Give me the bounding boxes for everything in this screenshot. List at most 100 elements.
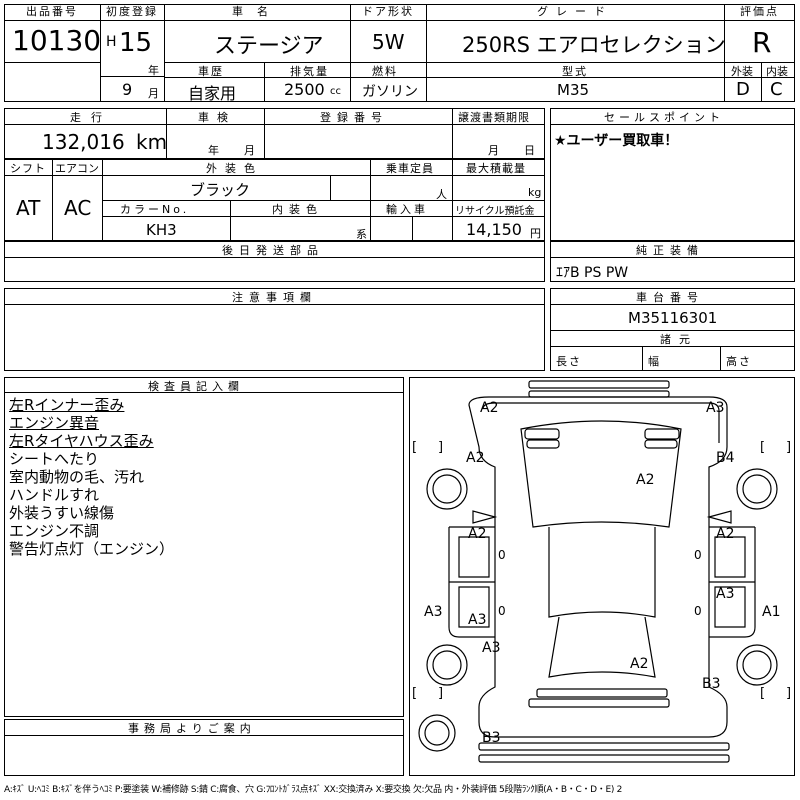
shaken-month-unit: 月 <box>244 144 257 157</box>
year-unit: 年 <box>148 64 159 77</box>
score-label: 評価点 <box>724 4 795 21</box>
divider <box>4 735 404 736</box>
chassis-value: M35116301 <box>628 309 718 327</box>
damage-mark: A2 <box>468 526 487 542</box>
inspector-line: エンジン異音 <box>9 414 100 432</box>
score-value: R <box>752 26 772 59</box>
grade-value: 250RS エアロセレクション <box>462 33 726 57</box>
divider <box>100 4 101 102</box>
divider <box>102 200 545 201</box>
lot-label: 出品番号 <box>4 4 100 21</box>
interior-color-unit: 系 <box>356 228 369 241</box>
divider <box>642 346 643 371</box>
notes-label: 注意事項欄 <box>232 291 317 304</box>
divider <box>4 175 545 176</box>
bracket-open: [ <box>760 440 766 455</box>
model-value: M35 <box>557 81 590 99</box>
load-unit: kg <box>528 186 542 199</box>
width-label: 幅 <box>648 355 661 368</box>
interior-color-label: 内装色 <box>272 203 323 216</box>
divider <box>100 76 164 77</box>
car-diagram <box>418 380 778 763</box>
zero-mark: 0 <box>498 604 506 618</box>
transfer-month-unit: 月 <box>488 144 501 157</box>
divider <box>720 346 721 371</box>
damage-mark: B4 <box>716 450 735 466</box>
door-label: ドア形状 <box>350 4 426 21</box>
divider <box>4 392 404 393</box>
exterior-label: 外装 <box>731 65 753 78</box>
plate-label: 登録番号 <box>320 111 388 124</box>
displacement-label: 排気量 <box>290 65 329 78</box>
mileage-frame <box>4 108 545 159</box>
bracket-close: ] <box>786 686 792 701</box>
divider <box>230 200 231 241</box>
shift-value: AT <box>16 196 41 220</box>
notes-frame <box>4 288 545 371</box>
color-no-value: KH3 <box>146 221 177 239</box>
recycle-value: 14,150 <box>466 220 522 239</box>
divider <box>452 108 453 159</box>
inspector-line: シートへたり <box>9 450 100 468</box>
genuine-label: 純正装備 <box>636 244 704 257</box>
header-top-frame <box>4 4 795 102</box>
divider <box>550 257 795 258</box>
later-parts-label: 後日発送部品 <box>222 244 324 257</box>
damage-mark: A3 <box>424 604 443 620</box>
damage-mark: A1 <box>762 604 781 620</box>
sales-text: ★ユーザー買取車！ <box>554 133 679 149</box>
recycle-unit: 円 <box>530 227 541 240</box>
fuel-value: ガソリン <box>362 84 418 100</box>
divider <box>4 62 100 63</box>
ac-value: AC <box>64 196 92 220</box>
chassis-label: 車台番号 <box>636 291 704 304</box>
lot-number: 10130 <box>12 24 102 57</box>
mileage-label: 走行 <box>70 111 112 124</box>
reg-month: 9 <box>122 80 133 99</box>
mileage-unit: km <box>136 130 168 154</box>
divider <box>724 4 725 102</box>
ac-label: エアコン <box>55 162 99 175</box>
later-parts-frame <box>4 241 545 282</box>
inspector-label: 検査員記入欄 <box>148 380 244 393</box>
first-reg-label: 初度登録 <box>100 4 164 21</box>
divider <box>330 175 331 200</box>
damage-mark: A2 <box>630 656 649 672</box>
divider <box>4 304 545 305</box>
bracket-open: [ <box>412 686 418 701</box>
capacity-unit: 人 <box>436 188 449 201</box>
divider <box>426 4 427 102</box>
dims-label: 諸元 <box>660 333 698 346</box>
sales-label: セールスポイント <box>604 111 724 124</box>
fuel-label: 燃料 <box>372 65 398 78</box>
zero-mark: 0 <box>694 604 702 618</box>
car-name: ステージア <box>214 34 324 59</box>
interior-value: C <box>770 79 783 100</box>
office-label: 事務局よりご案内 <box>128 722 256 735</box>
divider <box>102 216 545 217</box>
inspector-line: 左Rタイヤハウス歪み <box>9 432 154 450</box>
divider <box>350 4 351 62</box>
displacement-unit: cc <box>330 86 341 97</box>
divider <box>4 257 545 258</box>
shaken-label: 車検 <box>198 111 236 124</box>
divider <box>166 108 167 159</box>
history-value: 自家用 <box>188 84 237 103</box>
month-unit: 月 <box>148 87 159 100</box>
bracket-open: [ <box>760 686 766 701</box>
divider <box>264 62 265 102</box>
divider <box>164 62 795 63</box>
divider <box>550 304 795 305</box>
load-label: 最大積載量 <box>466 162 526 175</box>
model-label: 型式 <box>562 65 588 78</box>
damage-mark: A2 <box>716 526 735 542</box>
office-frame <box>4 719 404 776</box>
zero-mark: 0 <box>694 548 702 562</box>
divider <box>761 62 762 102</box>
recycle-label: リサイクル預託金 <box>455 206 535 217</box>
divider <box>4 124 545 125</box>
history-label: 車歴 <box>198 65 224 78</box>
inspector-line: エンジン不調 <box>9 522 100 540</box>
inspector-line: ハンドルすれ <box>9 486 100 504</box>
damage-mark: A2 <box>466 450 485 466</box>
